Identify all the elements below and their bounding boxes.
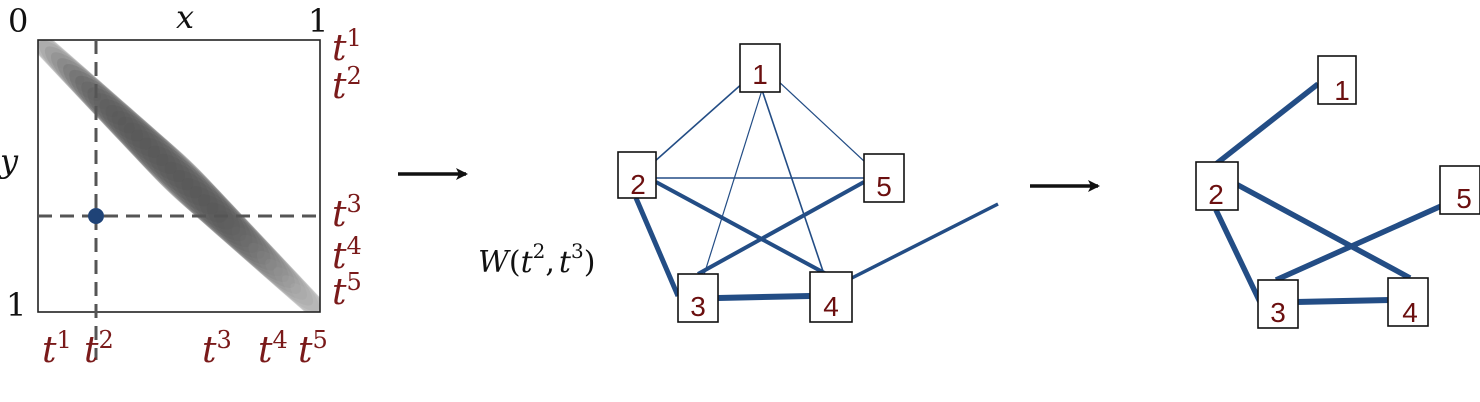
heatmap-ridge-blob (93, 93, 185, 182)
heatmap-ridge-blob (38, 40, 68, 69)
edge-s-2-3 (1213, 208, 1263, 304)
right-t-label-5: t5 (332, 268, 362, 313)
heatmap-ridge-blob (123, 122, 227, 223)
graph-a-node-5: 5 (863, 153, 905, 203)
graph-a-node-4: 4 (809, 271, 853, 323)
heatmap-ridge-blob (206, 202, 289, 283)
heatmap-ridge-blob (189, 186, 277, 271)
graph-a-node-1: 1 (739, 43, 781, 93)
heatmap-ridge-blob (173, 170, 265, 259)
right-t-label-3: t3 (332, 190, 362, 235)
heatmap-ridge-blob (50, 52, 127, 126)
svg-text:4: 4 (823, 291, 839, 322)
graph-b-node-3: 3 (1257, 279, 1299, 329)
heatmap-ridge-blob (69, 69, 152, 150)
heatmap-ridge-blob (38, 40, 85, 85)
heatmap-ridge-blob (87, 87, 177, 174)
corner-label-top-right: 1 (308, 2, 328, 40)
bottom-t-labels: t1 t2 t3 t4 t5 (42, 326, 328, 371)
edge-3-4 (717, 293, 811, 301)
heatmap-ridge-blob (111, 110, 211, 207)
heatmap-ridge-blob (139, 137, 241, 236)
heatmap-ridge-blob (38, 40, 76, 77)
heatmap-ridge-blob (38, 40, 110, 110)
edge-1-3 (697, 89, 763, 295)
edge-2-4 (655, 180, 831, 278)
svg-text:5: 5 (876, 171, 892, 202)
sampled-graph: 1 2 5 3 4 (1195, 55, 1480, 329)
bottom-t-label-1: t1 (42, 326, 72, 371)
heatmap-ridge-blob (214, 210, 295, 288)
graph-b-node-5: 5 (1439, 165, 1480, 215)
heatmap-ridge-blob (164, 161, 259, 253)
heatmap-ridge-blob (63, 64, 144, 142)
heatmap-ridge-blob (223, 218, 301, 294)
graphon-heatmap (37, 39, 321, 313)
edge-s-5-3 (1274, 191, 1470, 283)
graph-b-node-2: 2 (1195, 161, 1239, 211)
heatmap-ridge-blob (44, 46, 118, 118)
x-axis-label: x (176, 0, 194, 36)
heatmap-ridge-blob (265, 259, 320, 312)
sample-point-dot (88, 208, 104, 224)
right-t-label-1: t1 (332, 24, 362, 69)
svg-text:3: 3 (690, 291, 706, 322)
svg-text:3: 3 (1270, 297, 1286, 328)
edge-1-4 (761, 89, 831, 293)
edge-s-2-4 (1234, 181, 1412, 281)
heatmap-ridge-blob (99, 99, 194, 191)
sampled-graph-edges (1213, 81, 1470, 305)
svg-text:5: 5 (1456, 183, 1472, 214)
graph-b-node-1: 1 (1317, 55, 1357, 106)
y-axis-label: y (0, 142, 19, 180)
heatmap-ridge-blob (81, 81, 169, 166)
edge-s-1-2 (1214, 81, 1320, 167)
right-t-label-2: t2 (332, 62, 362, 107)
heatmap-ridge-blob (231, 226, 308, 300)
edge-s-3-4 (1295, 297, 1391, 305)
bottom-t-label-3: t3 (202, 326, 232, 371)
complete-weighted-graph: 1 2 5 3 4 W(t2,t3) (478, 43, 999, 323)
corner-label-bottom-left: 1 (6, 286, 26, 324)
complete-graph-edges (633, 65, 999, 301)
heatmap-ridge-blob (256, 250, 320, 312)
edge-2-3 (633, 197, 681, 297)
weight-function-label: W(t2,t3) (478, 239, 595, 280)
edge-5-3 (697, 180, 865, 276)
heatmap-ridge-blob (131, 129, 235, 230)
graph-a-node-3: 3 (677, 273, 719, 323)
heatmap-ridge-blob (156, 153, 253, 248)
heatmap-ridge-blob (117, 116, 219, 215)
bottom-t-label-4: t4 (258, 326, 288, 371)
sampled-graph-nodes: 1 2 5 3 4 (1195, 55, 1480, 329)
edge-1-5 (761, 65, 881, 177)
heatmap-ridge-blob (282, 275, 320, 312)
bottom-t-label-2: t2 (84, 326, 114, 371)
corner-label-top-left: 0 (8, 2, 28, 40)
heatmap-ridge-blob (240, 234, 314, 306)
svg-text:1: 1 (752, 59, 768, 90)
heatmap-ridge-blob (273, 267, 320, 312)
bottom-t-label-5: t5 (298, 326, 328, 371)
svg-text:2: 2 (1208, 179, 1224, 210)
svg-text:1: 1 (1334, 75, 1350, 106)
right-t-label-4: t4 (332, 232, 362, 277)
heatmap-ridge-blob (38, 40, 102, 102)
heatmap-ridge-blob (38, 40, 93, 93)
right-t-labels: t1 t2 t3 t4 t5 (332, 24, 362, 313)
heatmap-ridge-blob (290, 283, 320, 312)
heatmap-border (37, 39, 321, 313)
svg-text:2: 2 (630, 169, 646, 200)
graph-a-node-2: 2 (617, 151, 657, 200)
heatmap-ridge-blob (181, 178, 271, 265)
graph-b-node-4: 4 (1387, 277, 1429, 328)
heatmap-ridge-blob (105, 104, 202, 199)
svg-text:4: 4 (1402, 297, 1418, 328)
graphon-matrix-panel: 0 1 1 x y t1 t2 t3 t4 t5 t1 t2 t3 t4 t5 (0, 0, 362, 371)
complete-graph-nodes: 1 2 5 3 4 (617, 43, 905, 323)
heatmap-ridge-blob (248, 242, 320, 312)
edge-5-4-short (839, 202, 999, 286)
